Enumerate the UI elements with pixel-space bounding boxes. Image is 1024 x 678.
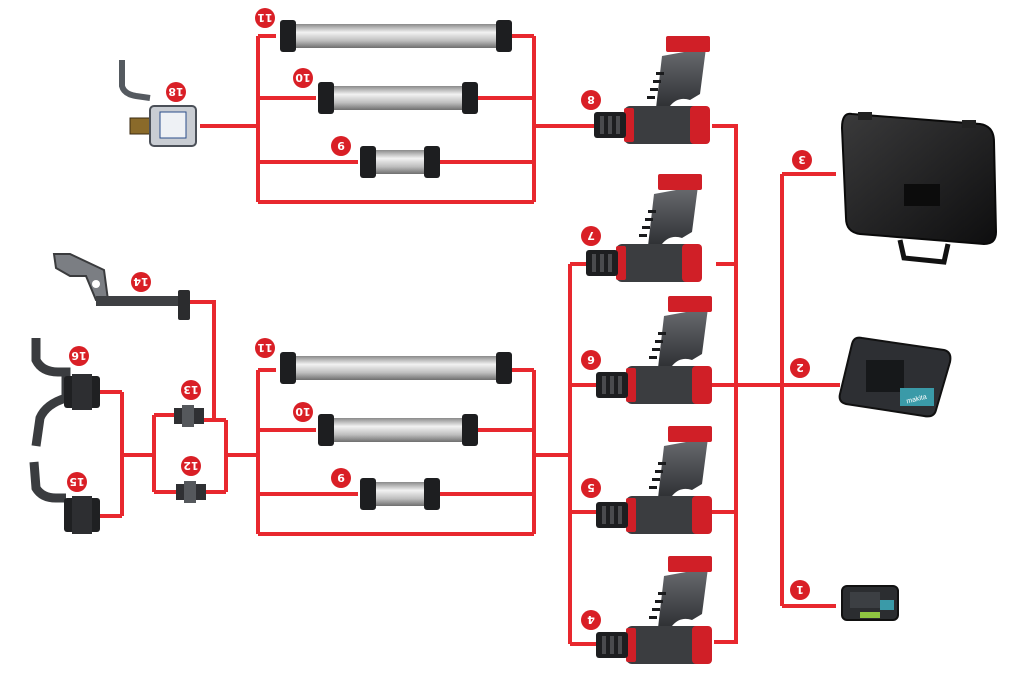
badge-number: 15 bbox=[69, 475, 84, 488]
sensor-label bbox=[159, 111, 187, 139]
connection-lines bbox=[100, 34, 840, 646]
badge-number: 3 bbox=[798, 153, 806, 166]
badge-b10b: 10 bbox=[293, 402, 313, 422]
tube-10-top bbox=[318, 82, 478, 114]
badge-b9b: 9 bbox=[331, 468, 351, 488]
badge-number: 2 bbox=[796, 361, 804, 374]
badge-number: 12 bbox=[183, 459, 198, 472]
adapter-13 bbox=[174, 405, 204, 427]
badge-b11b: 11 bbox=[255, 338, 275, 358]
reaction-arm-14 bbox=[52, 253, 190, 320]
tube-11-bottom bbox=[280, 352, 512, 384]
socket-16 bbox=[31, 338, 100, 447]
badge-b15: 15 bbox=[67, 472, 87, 492]
torque-sensor-18 bbox=[119, 60, 197, 147]
carrying-case bbox=[840, 112, 998, 265]
badge-number: 18 bbox=[168, 85, 183, 98]
badge-number: 16 bbox=[71, 349, 87, 362]
badge-number: 1 bbox=[796, 583, 804, 596]
adapter-12 bbox=[176, 481, 206, 503]
line-arm14-down bbox=[190, 300, 216, 420]
tool-7 bbox=[586, 174, 702, 282]
tool-5 bbox=[596, 426, 712, 534]
reaction-arm-hole bbox=[92, 280, 100, 288]
sensor-cable bbox=[119, 60, 151, 101]
tube-11-top bbox=[280, 20, 512, 52]
socket-15 bbox=[29, 461, 100, 534]
badge-b5: 5 bbox=[581, 478, 601, 498]
badge-b16: 16 bbox=[69, 346, 89, 366]
badge-b11a: 11 bbox=[255, 8, 275, 28]
badge-number: 9 bbox=[337, 471, 345, 484]
tool-6 bbox=[596, 296, 712, 404]
badge-number: 10 bbox=[295, 405, 311, 418]
tool-4 bbox=[596, 556, 712, 664]
tube-10-bottom bbox=[318, 414, 478, 446]
badge-number: 7 bbox=[587, 229, 595, 242]
badge-number: 13 bbox=[183, 383, 198, 396]
reaction-arm-plate bbox=[52, 253, 110, 301]
badge-b10a: 10 bbox=[293, 68, 313, 88]
battery-pack bbox=[841, 585, 899, 621]
badge-b13: 13 bbox=[181, 380, 201, 400]
badge-b6: 6 bbox=[581, 350, 601, 370]
badge-b1: 1 bbox=[790, 580, 810, 600]
torque-tools bbox=[586, 36, 712, 664]
badge-b7: 7 bbox=[581, 226, 601, 246]
tube-9-bottom bbox=[360, 478, 440, 510]
badge-number: 9 bbox=[337, 139, 345, 152]
badge-number: 8 bbox=[587, 93, 595, 106]
charger-brand-label: makita bbox=[906, 394, 928, 406]
badge-number: 14 bbox=[133, 275, 149, 288]
tool-8 bbox=[594, 36, 710, 144]
battery-charger: makita bbox=[838, 336, 952, 418]
badge-number: 5 bbox=[587, 481, 595, 494]
badge-b2: 2 bbox=[790, 358, 810, 378]
reaction-arm-end bbox=[178, 290, 190, 320]
badge-number: 4 bbox=[587, 613, 595, 626]
badge-b3: 3 bbox=[792, 150, 812, 170]
badge-number: 10 bbox=[295, 71, 311, 84]
badge-b4: 4 bbox=[581, 610, 601, 630]
badge-number: 6 bbox=[587, 353, 595, 366]
badge-b18: 18 bbox=[166, 82, 186, 102]
tube-9-top bbox=[360, 146, 440, 178]
badge-b14: 14 bbox=[131, 272, 151, 292]
badge-b12: 12 bbox=[181, 456, 201, 476]
badge-b9a: 9 bbox=[331, 136, 351, 156]
extension-tubes bbox=[280, 20, 512, 510]
sensor-drive-square bbox=[129, 117, 151, 135]
badge-number: 11 bbox=[257, 341, 272, 354]
badge-b8: 8 bbox=[581, 90, 601, 110]
badge-number: 11 bbox=[257, 11, 272, 24]
reaction-arm-bar bbox=[96, 296, 182, 306]
charger-label-plate bbox=[900, 388, 934, 406]
